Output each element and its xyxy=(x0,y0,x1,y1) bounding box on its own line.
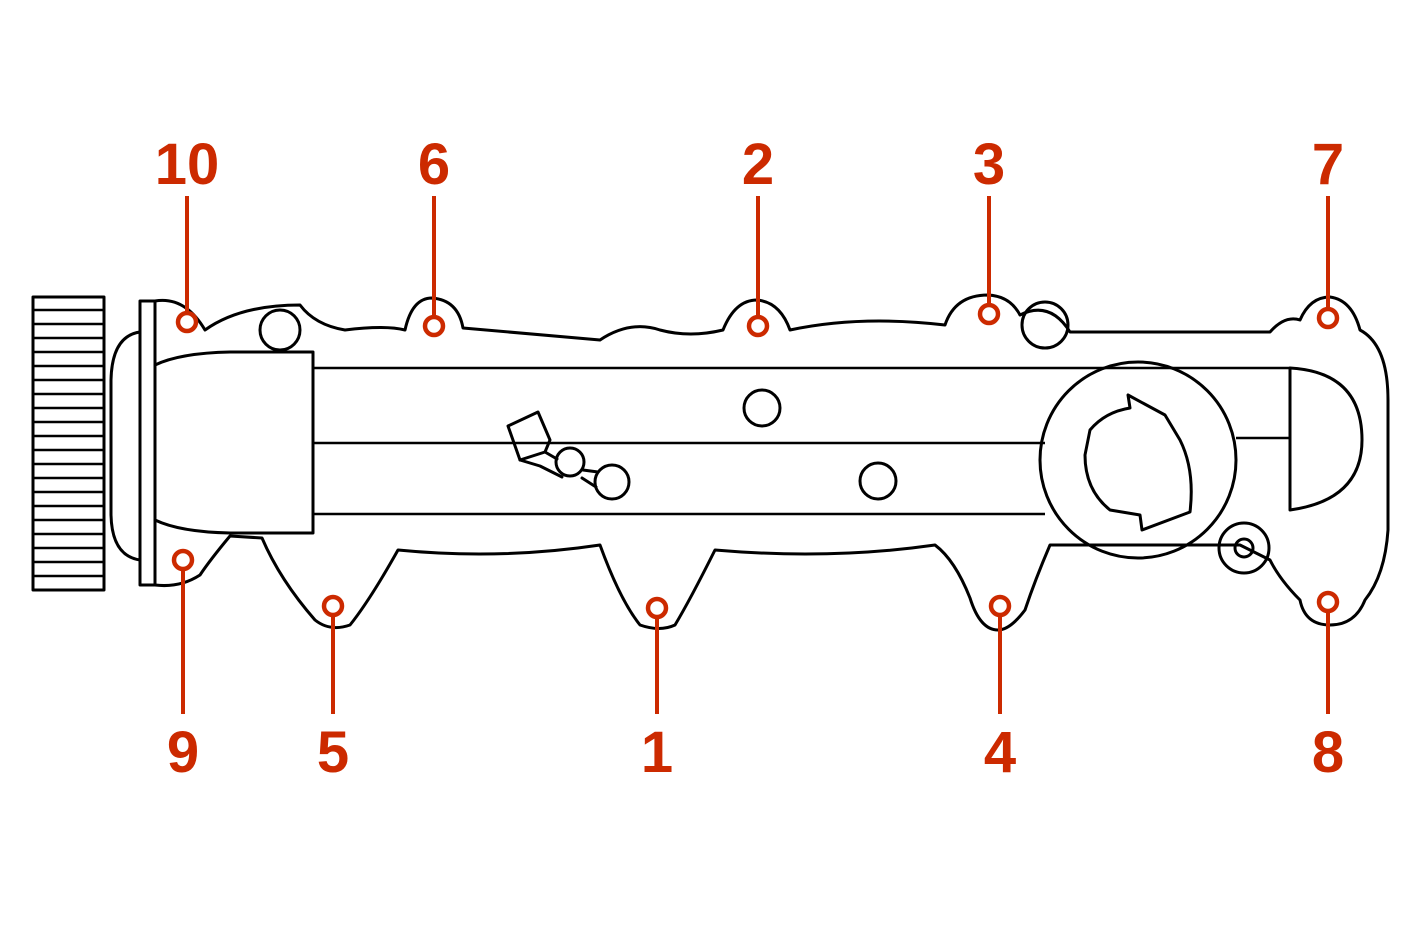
bolt-number: 1 xyxy=(641,720,673,785)
plug-center-lower xyxy=(858,461,898,501)
plug-top-left xyxy=(258,308,302,352)
bolt-number: 10 xyxy=(155,132,220,197)
housing-outline xyxy=(153,293,1390,632)
plug-center-upper xyxy=(742,388,782,428)
bolt-3: 3 xyxy=(973,132,1005,326)
bolt-marker xyxy=(171,548,195,572)
bolt-2: 2 xyxy=(742,132,774,338)
bolts-layer: 10 6 2 3 7 9 5 1 4 8 xyxy=(155,132,1344,785)
bolt-number: 9 xyxy=(167,720,199,785)
sensor-hole-outer xyxy=(1217,521,1271,575)
pulley-teeth xyxy=(33,308,104,578)
bolt-8: 8 xyxy=(1312,590,1344,785)
bolt-number: 6 xyxy=(418,132,450,197)
sensor-hole-inner xyxy=(1233,537,1255,559)
drive-housing xyxy=(1038,360,1238,560)
bolt-7: 7 xyxy=(1312,132,1344,330)
flange-plate xyxy=(138,299,157,587)
sensor-body xyxy=(506,410,552,462)
bolt-5: 5 xyxy=(317,594,349,785)
bolt-number: 4 xyxy=(984,720,1016,785)
bolt-marker xyxy=(988,594,1012,618)
bolt-marker xyxy=(321,594,345,618)
bolt-6: 6 xyxy=(418,132,450,338)
bolt-marker xyxy=(1316,306,1340,330)
bolt-number: 2 xyxy=(742,132,774,197)
bolt-4: 4 xyxy=(984,594,1016,785)
plug-top-right xyxy=(1020,300,1070,350)
pulley xyxy=(31,295,106,592)
bolt-10: 10 xyxy=(155,132,220,334)
flange-rim xyxy=(109,330,142,562)
end-cap xyxy=(1288,366,1364,512)
bolt-number: 5 xyxy=(317,720,349,785)
sensor-bulb-2 xyxy=(593,463,631,501)
sensor-bulb-1 xyxy=(554,446,586,478)
sensor-link xyxy=(518,450,600,489)
bolt-marker xyxy=(746,314,770,338)
bolt-marker xyxy=(977,302,1001,326)
bolt-marker xyxy=(175,310,199,334)
bolt-number: 3 xyxy=(973,132,1005,197)
nose-section xyxy=(153,350,315,535)
bolt-marker xyxy=(645,596,669,620)
bolt-marker xyxy=(1316,590,1340,614)
drive-hub-keyed xyxy=(1083,393,1193,532)
bolt-9: 9 xyxy=(167,548,199,785)
bolt-number: 8 xyxy=(1312,720,1344,785)
bolt-marker xyxy=(422,314,446,338)
bolt-1: 1 xyxy=(641,596,673,785)
bolt-number: 7 xyxy=(1312,132,1344,197)
